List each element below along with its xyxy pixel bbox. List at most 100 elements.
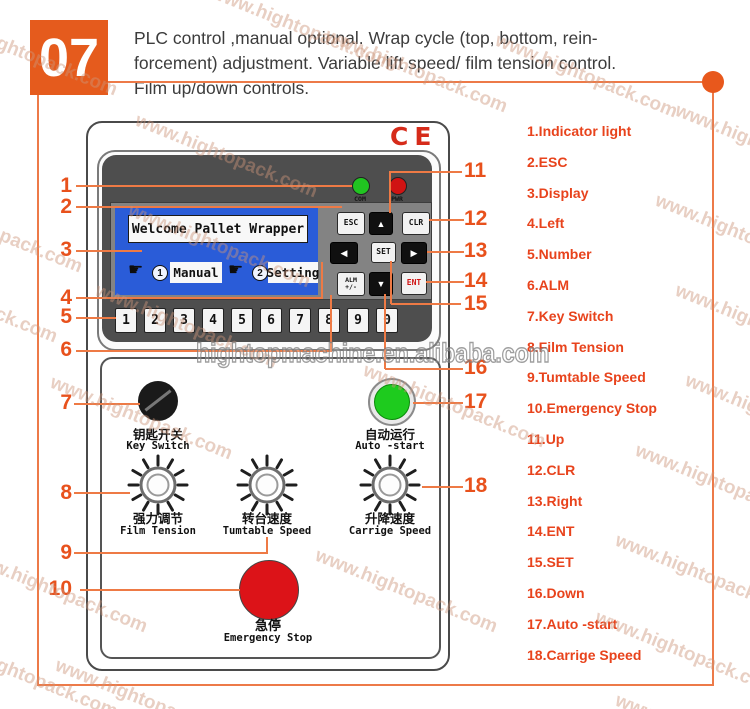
callout-number-8: 8 bbox=[60, 481, 72, 504]
number-key-2[interactable]: 2 bbox=[144, 308, 166, 333]
circled-two-icon: 2 bbox=[252, 265, 268, 281]
key-slot-icon bbox=[144, 389, 172, 412]
callout-line-14 bbox=[426, 281, 464, 283]
number-key-4[interactable]: 4 bbox=[202, 308, 224, 333]
lcd-welcome-text: Welcome Pallet Wrapper bbox=[128, 215, 308, 243]
header-line-1: PLC control ,manual optional. Wrap cycle… bbox=[134, 28, 598, 48]
legend-item-18: 18.Carrige Speed bbox=[527, 646, 642, 663]
watermark-text: www.hightopack.com bbox=[672, 280, 750, 373]
key-switch[interactable] bbox=[138, 381, 178, 421]
header-line-2: forcement) adjustment. Variable lift spe… bbox=[134, 53, 617, 73]
callout-line-6 bbox=[330, 295, 332, 352]
number-key-6[interactable]: 6 bbox=[260, 308, 282, 333]
set-key[interactable]: SET bbox=[371, 242, 396, 263]
legend-item-9: 9.Tumtable Speed bbox=[527, 369, 646, 386]
frame-left-line bbox=[37, 95, 39, 685]
ce-mark: CE bbox=[390, 122, 438, 151]
auto-start-label-en: Auto -start bbox=[355, 440, 425, 452]
callout-line-9 bbox=[74, 552, 268, 554]
emergency-stop-button[interactable] bbox=[239, 560, 299, 620]
com-led-indicator-light bbox=[352, 177, 370, 195]
callout-line-18 bbox=[422, 486, 463, 488]
callout-number-18: 18 bbox=[464, 474, 488, 497]
callout-number-5: 5 bbox=[60, 305, 72, 328]
header-line-3: Film up/down controls. bbox=[134, 78, 310, 98]
frame-right-line bbox=[712, 90, 714, 685]
key-switch-label-cn: 钥匙开关 bbox=[132, 428, 183, 442]
callout-number-16: 16 bbox=[464, 356, 488, 379]
knob-label-cn: 强力调节 bbox=[132, 512, 183, 526]
header-description: PLC control ,manual optional. Wrap cycle… bbox=[134, 26, 724, 101]
watermark-text: www.hightopack.com bbox=[652, 190, 750, 283]
number-key-8[interactable]: 8 bbox=[318, 308, 340, 333]
number-key-0[interactable]: 0 bbox=[376, 308, 398, 333]
number-key-3[interactable]: 3 bbox=[173, 308, 195, 333]
callout-number-9: 9 bbox=[60, 541, 72, 564]
right-arrow-key[interactable]: ▶ bbox=[401, 242, 427, 264]
frame-top-line bbox=[108, 81, 704, 83]
callout-number-1: 1 bbox=[60, 174, 72, 197]
legend-item-7: 7.Key Switch bbox=[527, 307, 614, 324]
knob-label-cn: 升降速度 bbox=[364, 512, 415, 526]
knob-label-en: Tumtable Speed bbox=[222, 525, 312, 537]
callout-line-11 bbox=[389, 171, 391, 213]
up-arrow-key[interactable]: ▲ bbox=[369, 212, 393, 235]
emergency-stop-label-en: Emergency Stop bbox=[223, 632, 313, 644]
watermark-text: www.hightopack.com bbox=[612, 690, 750, 709]
callout-line-2 bbox=[76, 206, 342, 208]
lcd-manual-option: Manual bbox=[170, 262, 222, 283]
hand-pointer-icon: ☛ bbox=[228, 260, 244, 279]
callout-line-5 bbox=[76, 317, 116, 319]
emergency-stop-label-cn: 急停 bbox=[254, 618, 281, 633]
callout-line-16 bbox=[385, 368, 463, 370]
callout-number-4: 4 bbox=[60, 286, 72, 309]
callout-line-8 bbox=[74, 492, 130, 494]
knob-carrige-speed[interactable] bbox=[358, 453, 422, 517]
callout-number-3: 3 bbox=[60, 238, 72, 261]
pwr-led-indicator-light bbox=[389, 177, 407, 195]
circled-one-icon: 1 bbox=[152, 265, 168, 281]
callout-number-13: 13 bbox=[464, 239, 488, 262]
legend-item-12: 12.CLR bbox=[527, 461, 576, 478]
alm-key[interactable]: ALM+/- bbox=[337, 272, 365, 296]
knob-label-en: Carrige Speed bbox=[348, 525, 432, 537]
alm-key-label: ALM+/- bbox=[345, 275, 357, 291]
step-number-badge: 07 bbox=[30, 20, 108, 95]
auto-start-button[interactable] bbox=[374, 384, 410, 420]
hand-pointer-icon: ☛ bbox=[128, 260, 144, 279]
left-arrow-key[interactable]: ◀ bbox=[330, 242, 358, 264]
knob-film-tension[interactable] bbox=[126, 453, 190, 517]
callout-number-7: 7 bbox=[60, 391, 72, 414]
callout-line-10 bbox=[80, 589, 240, 591]
clr-key[interactable]: CLR bbox=[402, 212, 430, 235]
callout-line-13 bbox=[427, 251, 464, 253]
frame-bottom-line bbox=[37, 684, 714, 686]
legend-item-16: 16.Down bbox=[527, 585, 585, 601]
lcd-setting-option: Setting bbox=[267, 262, 319, 283]
legend-item-2: 2.ESC bbox=[527, 153, 568, 170]
callout-number-11: 11 bbox=[464, 159, 487, 182]
callout-line-11 bbox=[390, 171, 462, 173]
callout-line-7 bbox=[74, 403, 140, 405]
callout-number-6: 6 bbox=[60, 338, 72, 361]
callout-line-4 bbox=[76, 297, 322, 299]
callout-line-9 bbox=[266, 537, 268, 554]
number-key-1[interactable]: 1 bbox=[115, 308, 137, 333]
callout-line-17 bbox=[413, 402, 463, 404]
pwr-led-label: PWR bbox=[391, 195, 403, 203]
down-arrow-key[interactable]: ▼ bbox=[369, 272, 393, 296]
esc-key[interactable]: ESC bbox=[337, 212, 365, 235]
callout-line-16 bbox=[384, 294, 386, 369]
callout-line-4 bbox=[321, 262, 323, 299]
legend-item-13: 13.Right bbox=[527, 492, 583, 509]
number-key-5[interactable]: 5 bbox=[231, 308, 253, 333]
knob-label-cn: 转台速度 bbox=[241, 512, 292, 526]
ent-key[interactable]: ENT bbox=[401, 272, 427, 295]
frame-corner-dot bbox=[702, 71, 724, 93]
knob-label-en: Film Tension bbox=[120, 525, 196, 537]
auto-start-label-cn: 自动运行 bbox=[364, 428, 415, 442]
number-key-9[interactable]: 9 bbox=[347, 308, 369, 333]
callout-number-14: 14 bbox=[464, 269, 488, 292]
knob-tumtable-speed[interactable] bbox=[235, 453, 299, 517]
number-key-7[interactable]: 7 bbox=[289, 308, 311, 333]
